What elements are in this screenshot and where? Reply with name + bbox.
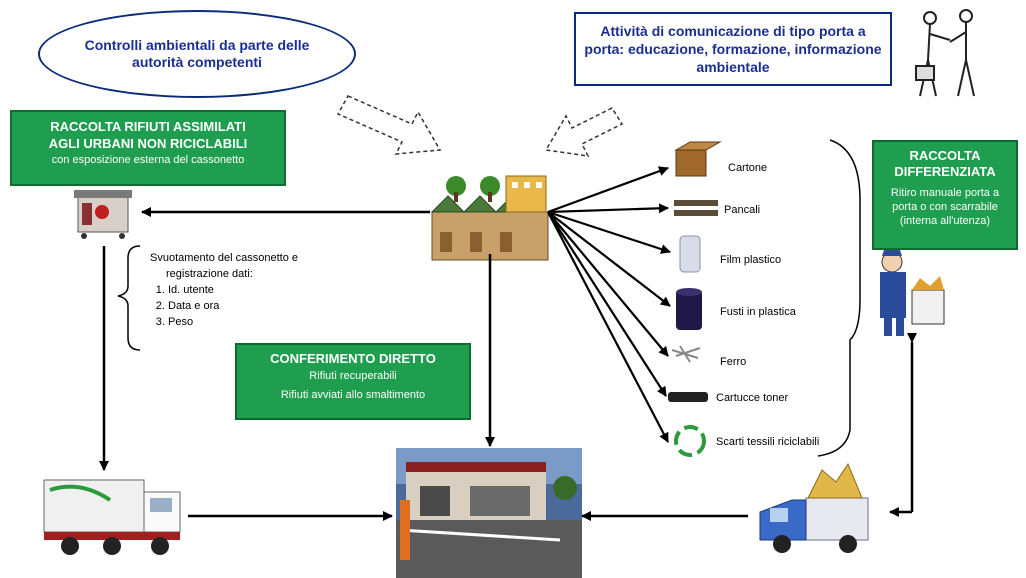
separate-collection-sub-2: porta o con scarrabile xyxy=(892,201,998,213)
non-recyclable-collection-box: RACCOLTA RIFIUTI ASSIMILATI AGLI URBANI … xyxy=(10,110,286,186)
direct-delivery-title: CONFERIMENTO DIRETTO xyxy=(270,351,436,366)
recycle-icon xyxy=(674,425,706,457)
step-item: Data e ora xyxy=(168,298,350,314)
communication-text: Attività di comunicazione di tipo porta … xyxy=(584,23,882,75)
material-label-plastic-film: Film plastico xyxy=(720,254,782,266)
iron-icon xyxy=(671,345,701,363)
authority-controls-text: Controlli ambientali da parte delle auto… xyxy=(84,37,310,70)
cardboard-icon xyxy=(674,141,722,177)
separate-collection-sub-1: Ritiro manuale porta a xyxy=(890,187,1000,199)
separate-collection-sub: Ritiro manuale porta a porta o con scarr… xyxy=(874,186,1016,228)
material-label-cardboard: Cartone xyxy=(728,162,768,174)
direct-delivery-line2: Rifiuti avviati allo smaltimento xyxy=(280,389,426,401)
meeting-people-icon xyxy=(915,9,975,97)
dashed-arrow-right xyxy=(544,107,624,157)
toner-cartridge-icon xyxy=(668,392,708,402)
separate-collection-title-2: DIFFERENZIATA xyxy=(894,164,996,179)
separate-collection-sub-3: (interna all'utenza) xyxy=(899,215,991,227)
plastic-film-icon xyxy=(679,235,701,273)
step-item: Id. utente xyxy=(168,282,350,298)
material-label-pallets: Pancali xyxy=(724,204,761,216)
collection-center-photo xyxy=(396,448,582,578)
material-label-plastic-drums: Fusti in plastica xyxy=(720,306,796,318)
steps-list: Id. utente Data e ora Peso xyxy=(150,282,350,330)
factory-icon xyxy=(430,175,549,261)
steps-intro-2: registrazione dati: xyxy=(166,268,253,280)
direct-delivery-line1: Rifiuti recuperabili xyxy=(309,370,397,382)
step-item: Peso xyxy=(168,314,350,330)
non-recyclable-title-1: RACCOLTA RIFIUTI ASSIMILATI xyxy=(50,119,246,134)
material-label-iron: Ferro xyxy=(720,356,747,368)
plastic-drum-icon xyxy=(676,288,702,330)
material-label-textiles: Scarti tessili riciclabili xyxy=(716,436,820,448)
direct-delivery-box: CONFERIMENTO DIRETTO Rifiuti recuperabil… xyxy=(235,343,471,420)
authority-controls-ellipse: Controlli ambientali da parte delle auto… xyxy=(38,10,356,98)
non-recyclable-subtitle: con esposizione esterna del cassonetto xyxy=(51,154,245,166)
dumpster-icon xyxy=(74,190,132,239)
dashed-arrow-left xyxy=(336,95,442,155)
separate-collection-box: RACCOLTA DIFFERENZIATA Ritiro manuale po… xyxy=(872,140,1018,250)
steps-intro-1: Svuotamento del cassonetto e xyxy=(150,252,298,264)
worker-icon xyxy=(880,250,945,336)
separate-collection-title-1: RACCOLTA xyxy=(909,148,981,163)
delivery-truck-icon xyxy=(759,462,869,553)
garbage-truck-icon xyxy=(43,479,181,555)
non-recyclable-title-2: AGLI URBANI NON RICICLABILI xyxy=(48,136,248,151)
pallet-icon xyxy=(674,200,718,216)
material-label-toner: Cartucce toner xyxy=(716,392,789,404)
material-arrows xyxy=(547,166,671,443)
communication-box: Attività di comunicazione di tipo porta … xyxy=(574,12,892,86)
emptying-steps: Svuotamento del cassonetto e registrazio… xyxy=(150,250,350,330)
